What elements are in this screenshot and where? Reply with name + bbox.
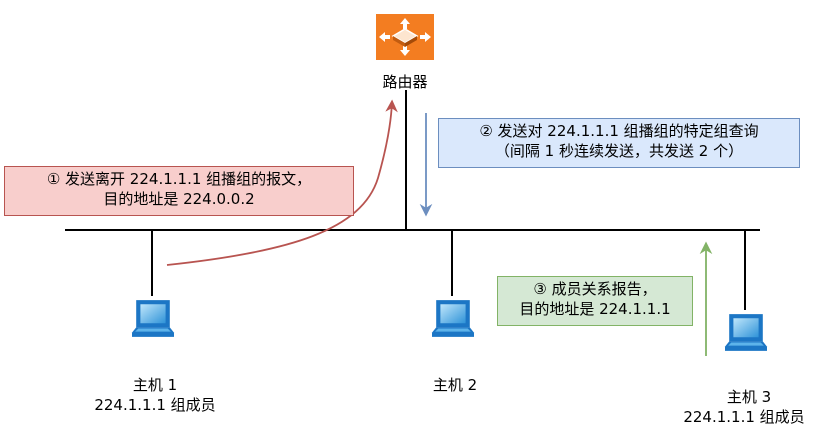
host-1-role: 224.1.1.1 组成员 [94, 396, 216, 414]
host-2-laptop-icon [432, 300, 474, 337]
host-3-laptop-icon [725, 314, 767, 351]
report-note-line-1: ③ 成员关系报告， [533, 280, 657, 298]
query-note-line-1: ② 发送对 224.1.1.1 组播组的特定组查询 [479, 122, 759, 140]
group-query-note: ② 发送对 224.1.1.1 组播组的特定组查询 （间隔 1 秒连续发送，共发… [438, 118, 800, 168]
host-2-name: 主机 2 [432, 376, 478, 394]
router-icon [376, 14, 434, 60]
router-label: 路由器 [382, 73, 428, 91]
membership-report-note: ③ 成员关系报告， 目的地址是 224.1.1.1 [497, 276, 693, 326]
leave-note-line-1: ① 发送离开 224.1.1.1 组播组的报文， [46, 170, 312, 188]
host-3-role: 224.1.1.1 组成员 [683, 408, 805, 426]
leave-message-note: ① 发送离开 224.1.1.1 组播组的报文， 目的地址是 224.0.0.2 [4, 166, 354, 216]
leave-note-line-2: 目的地址是 224.0.0.2 [103, 190, 255, 208]
host-3-name: 主机 3 [726, 388, 772, 406]
query-note-line-2: （间隔 1 秒连续发送，共发送 2 个） [494, 142, 744, 160]
report-note-line-2: 目的地址是 224.1.1.1 [519, 300, 671, 318]
host-1-laptop-icon [132, 300, 174, 337]
leave-message-arrow [166, 99, 398, 266]
host-1-name: 主机 1 [132, 376, 178, 394]
